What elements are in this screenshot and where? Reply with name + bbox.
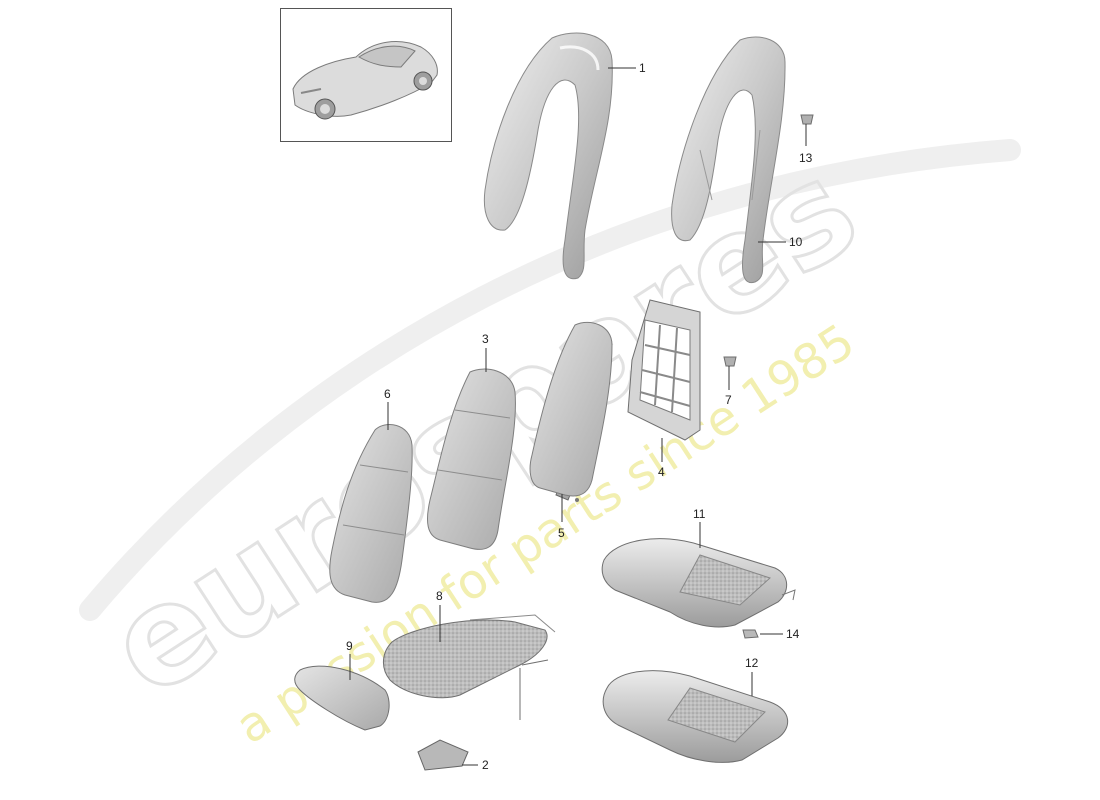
callout-7: 7	[725, 393, 732, 407]
part-4-backrest-frame	[627, 299, 701, 441]
callout-14: 14	[786, 627, 800, 641]
part-9-side-bolster	[294, 665, 390, 731]
callout-6: 6	[384, 387, 391, 401]
callout-9: 9	[346, 639, 353, 653]
part-6-backrest-pad	[329, 424, 413, 603]
part-1-backrest-shell	[483, 32, 613, 280]
part-12-seat-cushion-lower	[602, 670, 788, 763]
backrest-foam	[529, 321, 613, 497]
callout-10: 10	[789, 235, 803, 249]
part-7-clip	[723, 356, 737, 367]
part-13-clip	[800, 114, 814, 125]
leader-lines	[349, 67, 807, 766]
part-14-clip	[742, 629, 759, 639]
callout-4: 4	[658, 465, 665, 479]
watermark-swoosh	[79, 139, 1021, 621]
callout-5: 5	[558, 526, 565, 540]
callout-11: 11	[693, 507, 706, 521]
callout-8: 8	[436, 589, 443, 603]
callout-labels: 1 2 3 4 5 6 7 8 9 10 11 12 13 14	[346, 61, 813, 772]
part-11-seat-cushion	[601, 538, 796, 628]
part-8-seat-heating-mat	[383, 614, 556, 720]
callout-1: 1	[639, 61, 646, 75]
callout-13: 13	[799, 151, 813, 165]
vehicle-thumbnail	[280, 8, 452, 142]
callout-2: 2	[482, 758, 489, 772]
part-3-backrest-pad	[427, 368, 516, 550]
callout-3: 3	[482, 332, 489, 346]
part-10-backrest-rear-shell	[671, 36, 786, 284]
callout-12: 12	[745, 656, 759, 670]
car-overview-icon	[292, 41, 438, 120]
part-2-bracket	[417, 739, 469, 771]
